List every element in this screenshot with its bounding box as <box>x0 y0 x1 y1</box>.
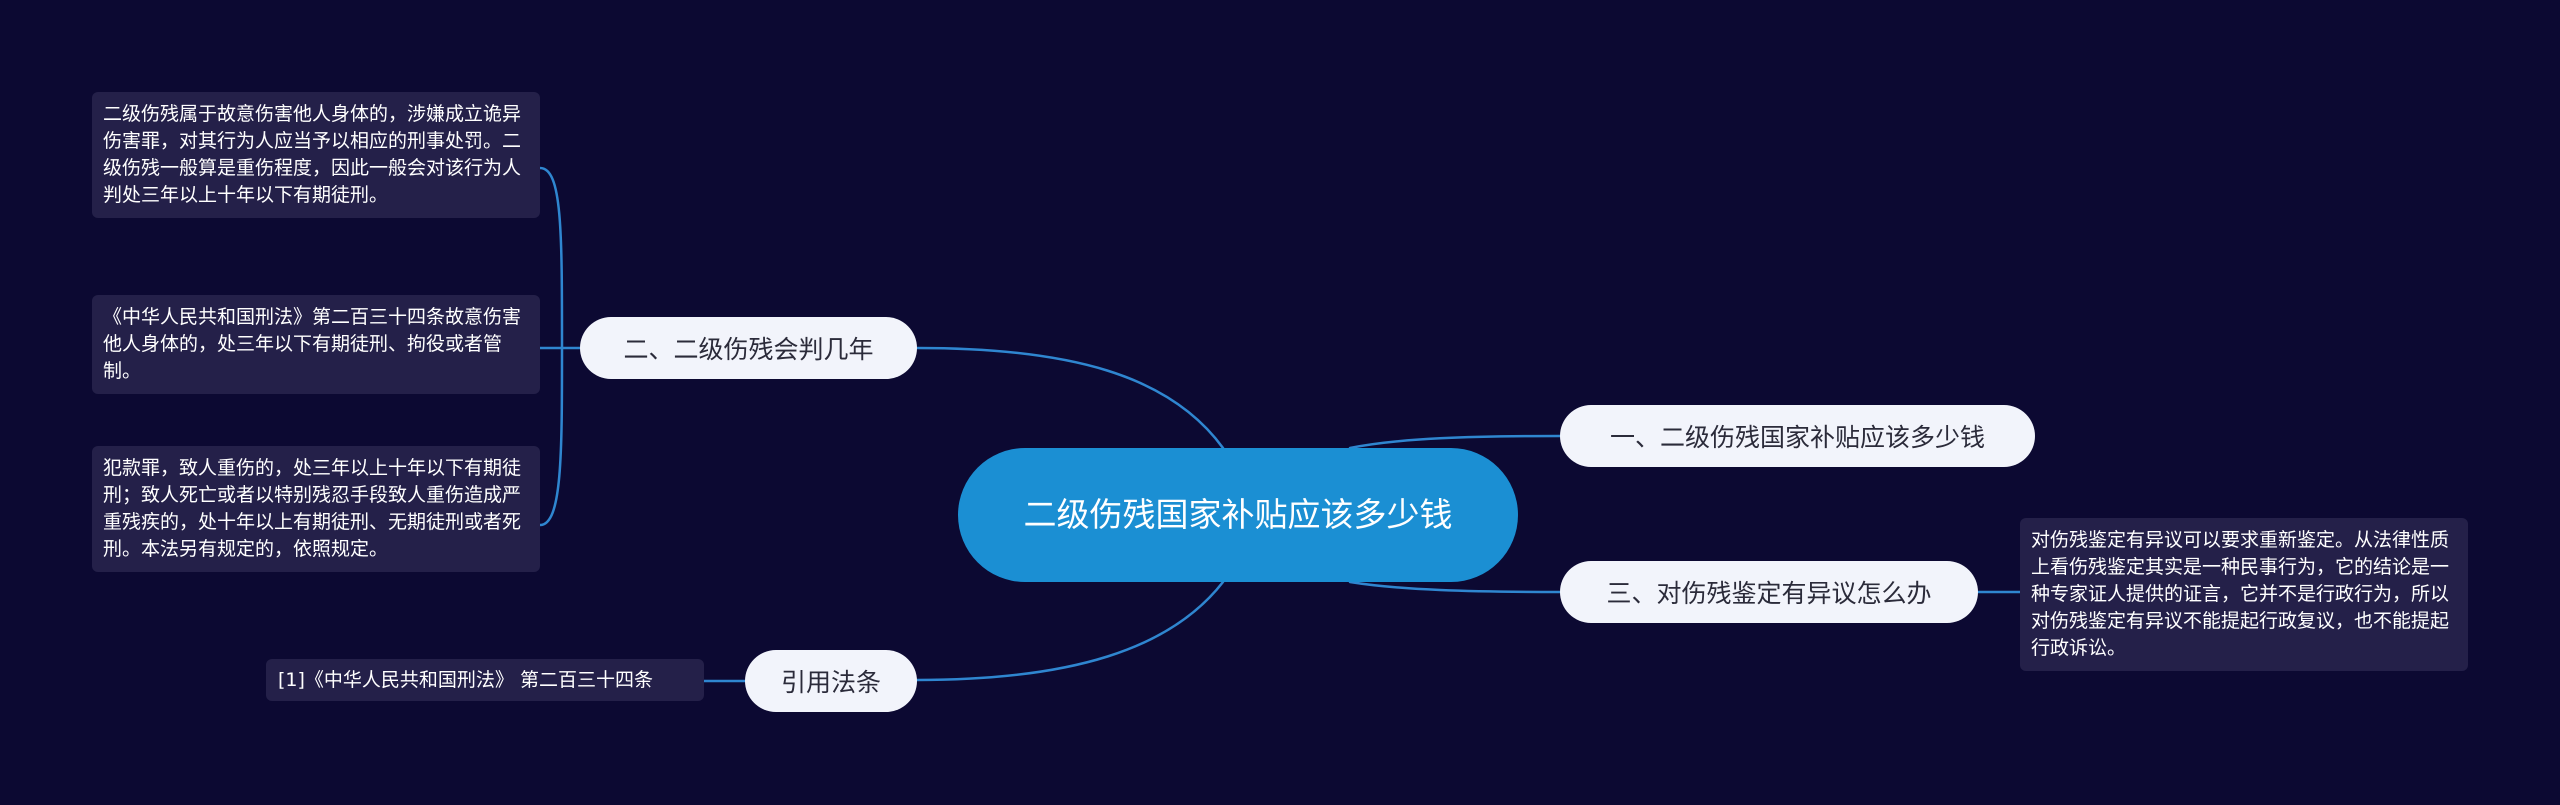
branch-sentence-years[interactable]: 二、二级伤残会判几年 <box>580 317 917 379</box>
link-b2-l1 <box>538 166 564 350</box>
branch-subsidy-amount[interactable]: 一、二级伤残国家补贴应该多少钱 <box>1560 405 2035 467</box>
leaf-law-citation[interactable]: [1]《中华人民共和国刑法》 第二百三十四条 <box>266 659 704 701</box>
leaf-serious-injury-penalty[interactable]: 犯款罪，致人重伤的，处三年以上十年以下有期徒刑；致人死亡或者以特别残忍手段致人重… <box>92 446 540 572</box>
leaf-reappraisal-advice[interactable]: 对伤残鉴定有异议可以要求重新鉴定。从法律性质上看伤残鉴定其实是一种民事行为，它的… <box>2020 518 2468 671</box>
branch-appraisal-objection[interactable]: 三、对伤残鉴定有异议怎么办 <box>1560 561 1978 623</box>
link-center-b4 <box>915 580 1225 682</box>
central-topic[interactable]: 二级伤残国家补贴应该多少钱 <box>958 448 1518 582</box>
link-b2-l3 <box>538 346 564 527</box>
branch-cited-law[interactable]: 引用法条 <box>745 650 917 712</box>
link-center-b2 <box>915 346 1225 450</box>
leaf-criminal-law-article[interactable]: 《中华人民共和国刑法》第二百三十四条故意伤害他人身体的，处三年以下有期徒刑、拘役… <box>92 295 540 394</box>
link-center-b3 <box>1348 580 1562 594</box>
link-center-b1 <box>1348 434 1562 450</box>
leaf-sentence-explanation[interactable]: 二级伤残属于故意伤害他人身体的，涉嫌成立诡异伤害罪，对其行为人应当予以相应的刑事… <box>92 92 540 218</box>
